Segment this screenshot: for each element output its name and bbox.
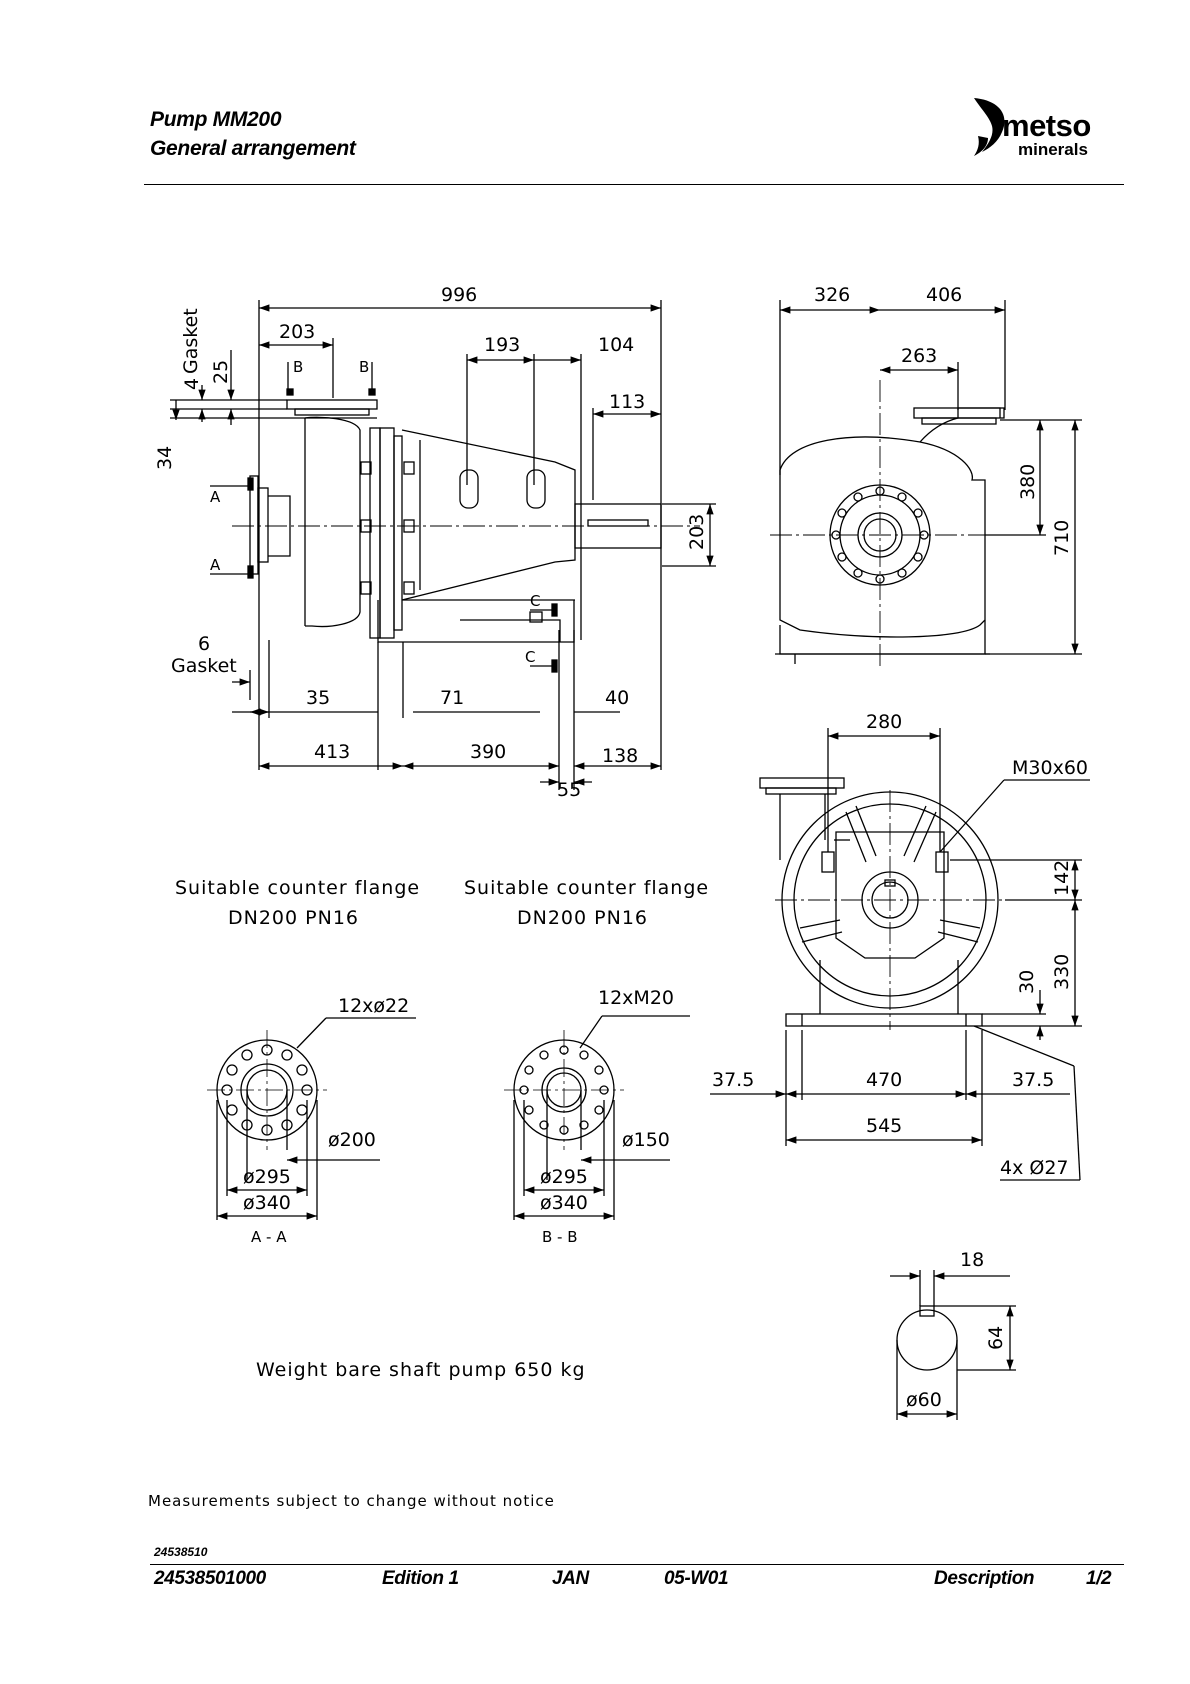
section-bb (504, 1015, 690, 1220)
counter-flange-b-line1: Suitable counter flange (464, 877, 709, 899)
footer-month: JAN (552, 1568, 589, 1589)
dim-35: 35 (306, 687, 330, 709)
dim-280: 280 (866, 711, 902, 733)
bb-inner-diameter: ø150 (622, 1129, 670, 1151)
section-mark-a1: A (210, 488, 221, 506)
foot-holes: 4x Ø27 (1000, 1157, 1069, 1179)
dim-390: 390 (470, 741, 506, 763)
shaft-diameter: ø60 (906, 1389, 942, 1411)
dim-25: 25 (210, 360, 232, 384)
dim-193: 193 (484, 334, 520, 356)
dim-380: 380 (1017, 464, 1039, 500)
front-view (759, 777, 1005, 1030)
dim-413: 413 (314, 741, 350, 763)
aa-holes: 12xø22 (338, 995, 409, 1017)
dim-4: 4 (181, 378, 203, 390)
footer-doc-number: 24538501000 (154, 1568, 266, 1589)
logo-brand: metso (1002, 108, 1091, 143)
dim-203-top: 203 (279, 321, 315, 343)
side-view-labels: 996 203 193 104 113 203 25 4 Gasket 34 6… (154, 284, 708, 801)
disclaimer: Measurements subject to change without n… (148, 1492, 555, 1510)
section-mark-b2: B (359, 358, 369, 376)
footer-type: Description (934, 1568, 1035, 1589)
counter-flange-a-line2: DN200 PN16 (228, 907, 359, 929)
header-rule (144, 184, 1124, 185)
section-mark-a2: A (210, 556, 221, 574)
dim-55: 55 (557, 779, 581, 801)
dim-30: 30 (1016, 970, 1038, 994)
gasket-top-label: Gasket (180, 308, 202, 374)
footer-short-id: 24538510 (154, 1545, 208, 1559)
footer-page: 1/2 (1086, 1568, 1112, 1589)
end-view-bolt-circle (831, 486, 929, 584)
bb-outer-diameter: ø340 (540, 1192, 588, 1214)
counter-flange-a-line1: Suitable counter flange (175, 877, 420, 899)
aa-inner-diameter: ø200 (328, 1129, 376, 1151)
side-view-dimensions (170, 300, 716, 790)
logo-division: minerals (1018, 140, 1088, 159)
bb-pcd: ø295 (540, 1166, 588, 1188)
metso-swoosh-icon (974, 98, 1005, 156)
counter-flange-notes: Suitable counter flange DN200 PN16 Suita… (175, 877, 709, 929)
section-bb-labels: 12xM20 ø150 ø295 ø340 B - B (540, 987, 674, 1246)
section-mark-c2: C (525, 648, 535, 666)
aa-outer-diameter: ø340 (243, 1192, 291, 1214)
dim-6: 6 (198, 633, 210, 655)
dim-996: 996 (441, 284, 477, 306)
metso-logo: metso minerals (968, 96, 1118, 166)
dim-330: 330 (1051, 954, 1073, 990)
dim-113: 113 (609, 391, 645, 413)
dim-142: 142 (1051, 860, 1073, 896)
section-mark-b1: B (293, 358, 303, 376)
weight-note: Weight bare shaft pump 650 kg (256, 1359, 586, 1381)
end-view (770, 380, 1005, 668)
dim-326: 326 (814, 284, 850, 306)
section-aa-labels: 12xø22 ø200 ø295 ø340 A - A (243, 995, 409, 1246)
dim-37-5-right: 37.5 (1012, 1069, 1054, 1091)
section-mark-c1: C (530, 592, 540, 610)
dim-34: 34 (154, 446, 176, 470)
dim-203-right: 203 (686, 514, 708, 550)
gasket-bottom-label: Gasket (171, 655, 237, 677)
dim-71: 71 (440, 687, 464, 709)
dim-138: 138 (602, 745, 638, 767)
footer-edition: Edition 1 (382, 1568, 459, 1589)
shaft-section (890, 1270, 1016, 1420)
bb-section-label: B - B (542, 1228, 578, 1246)
shaft-key-width: 18 (960, 1249, 984, 1271)
shaft-height: 64 (985, 1326, 1007, 1350)
section-aa (207, 1017, 416, 1220)
title-line-1: Pump MM200 (150, 108, 282, 131)
dim-37-5-left: 37.5 (712, 1069, 754, 1091)
dim-545: 545 (866, 1115, 902, 1137)
shaft-labels: 18 64 ø60 (906, 1249, 1007, 1411)
front-view-dimensions (710, 728, 1090, 1181)
dim-263: 263 (901, 345, 937, 367)
dim-710: 710 (1051, 520, 1073, 556)
footer-code: 05-W01 (664, 1568, 729, 1589)
end-view-dimensions (779, 300, 1082, 655)
dim-406: 406 (926, 284, 962, 306)
side-view (249, 399, 662, 643)
dim-40: 40 (605, 687, 629, 709)
title-line-2: General arrangement (150, 137, 356, 160)
bolt-spec: M30x60 (1012, 757, 1088, 779)
counter-flange-b-line2: DN200 PN16 (517, 907, 648, 929)
bb-holes: 12xM20 (598, 987, 674, 1009)
aa-section-label: A - A (251, 1228, 287, 1246)
dim-470: 470 (866, 1069, 902, 1091)
front-view-labels: 280 M30x60 142 330 30 37.5 470 37.5 545 … (712, 711, 1088, 1179)
end-view-labels: 326 406 263 380 710 (814, 284, 1073, 556)
aa-pcd: ø295 (243, 1166, 291, 1188)
dim-104: 104 (598, 334, 634, 356)
footer-rule (150, 1564, 1124, 1565)
